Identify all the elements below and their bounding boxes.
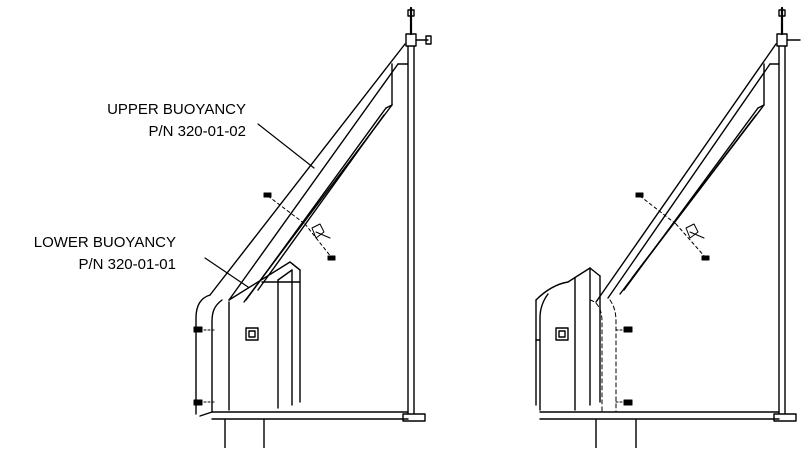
upper-buoyancy-name: UPPER BUOYANCY [107,101,246,118]
upper-buoyancy-part-number: P/N 320-01-02 [148,123,246,140]
right-lower-buoyancy [535,267,617,413]
lower-buoyancy-name: LOWER BUOYANCY [33,234,176,251]
right-base [539,411,780,449]
leader-lines [204,123,315,288]
left-upper-buoyancy [209,43,409,303]
left-lower-buoyancy [195,261,301,415]
right-upper-buoyancy [595,43,780,303]
right-hardware [615,192,710,406]
left-base [199,411,409,449]
right-mast [773,6,801,422]
lower-buoyancy-callout: LOWER BUOYANCY P/N 320-01-01 [0,232,176,276]
left-mast [402,6,432,422]
left-hardware [193,192,336,406]
upper-buoyancy-callout: UPPER BUOYANCY P/N 320-01-02 [60,99,246,143]
left-assembly [193,6,432,449]
right-assembly [535,6,801,449]
lower-buoyancy-part-number: P/N 320-01-01 [78,256,176,273]
